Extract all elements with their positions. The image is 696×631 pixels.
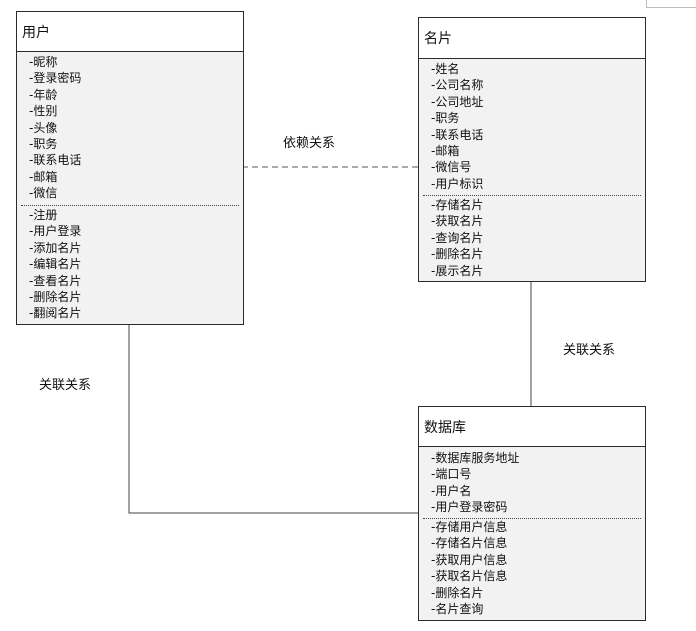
database-method: -名片查询 (431, 601, 484, 616)
card-method: -展示名片 (431, 263, 484, 278)
canvas-corner-edge (646, 0, 696, 8)
card-attributes: -姓名 -公司名称-公司地址 -职务-联系电话-邮箱 -微信号-用户标识 (431, 61, 641, 192)
user-method: -编辑名片 (29, 257, 82, 272)
card-attribute: -职务 (431, 111, 460, 126)
card-method: -获取名片 (431, 214, 484, 229)
user-attribute: -昵称 (29, 55, 58, 69)
card-class-box[interactable]: 名片 -姓名 -公司名称-公司地址 -职务-联系电话-邮箱 -微信号-用户标识 -存储… (418, 17, 646, 282)
card-method: -存储名片 (431, 198, 484, 212)
database-method: -存储名片信息 (431, 536, 508, 551)
card-section-divider (423, 195, 641, 196)
database-class-box[interactable]: 数据库 -数据库服务地址 -端口号-用户名 -用户登录密码 -存储用户信息 -存储名片… (418, 406, 646, 621)
user-methods: -注册 -用户登录-添加名片 -编辑名片-查看名片-删除名片 -翻阅名片 (29, 207, 239, 322)
user-method: -注册 (29, 208, 58, 222)
user-attributes: -昵称 -登录密码-年龄 -性别-头像-职务 -联系电话-邮箱 -微信 (29, 54, 239, 202)
card-attribute: -姓名 (431, 62, 460, 76)
card-method: -查询名片 (431, 230, 484, 245)
database-method: -获取名片信息 (431, 569, 508, 584)
user-attribute: -微信 (29, 186, 58, 201)
card-attribute: -微信号 (431, 160, 472, 175)
card-attribute: -用户标识 (431, 176, 484, 191)
database-attribute: -端口号 (431, 467, 472, 482)
card-attribute: -公司名称 (431, 78, 484, 93)
card-attribute: -联系电话 (431, 127, 484, 142)
user-attribute: -邮箱 (29, 169, 58, 184)
user-attribute: -头像 (29, 120, 58, 135)
card-attribute: -公司地址 (431, 94, 484, 109)
association-label-user-database: 关联关系 (39, 378, 92, 393)
user-method: -添加名片 (29, 240, 82, 255)
user-class-box[interactable]: 用户 -昵称 -登录密码-年龄 -性别-头像-职务 -联系电话-邮箱 -微信 -注册 -用… (16, 11, 244, 325)
user-attribute: -年龄 (29, 87, 58, 102)
card-methods: -存储名片 -获取名片-查询名片 -删除名片-展示名片 (431, 197, 641, 279)
user-attribute: -性别 (29, 104, 58, 119)
card-class-title: 名片 (419, 18, 645, 59)
user-method: -删除名片 (29, 289, 82, 304)
database-attribute: -用户登录密码 (431, 500, 508, 515)
user-attribute: -登录密码 (29, 71, 82, 86)
user-class-title: 用户 (17, 12, 243, 52)
database-attribute: -数据库服务地址 (431, 451, 520, 465)
database-method: -删除名片 (431, 585, 484, 600)
association-label-card-database: 关联关系 (563, 343, 616, 358)
user-method: -翻阅名片 (29, 306, 82, 321)
database-section-divider (423, 518, 641, 519)
database-methods: -存储用户信息 -存储名片信息-获取用户信息 -获取名片信息-删除名片-名片查询 (431, 519, 641, 617)
database-class-title: 数据库 (419, 407, 645, 447)
database-attribute: -用户名 (431, 483, 472, 498)
user-method: -用户登录 (29, 224, 82, 239)
dependency-label: 依赖关系 (283, 136, 336, 151)
database-attributes: -数据库服务地址 -端口号-用户名 -用户登录密码 (431, 450, 641, 516)
user-attribute: -联系电话 (29, 153, 82, 168)
user-attribute: -职务 (29, 136, 58, 151)
association-line-user-database (128, 325, 418, 514)
database-method: -获取用户信息 (431, 552, 508, 567)
database-method: -存储用户信息 (431, 520, 508, 534)
user-method: -查看名片 (29, 273, 82, 288)
user-section-divider (21, 205, 239, 206)
card-method: -删除名片 (431, 247, 484, 262)
card-attribute: -邮箱 (431, 143, 460, 158)
